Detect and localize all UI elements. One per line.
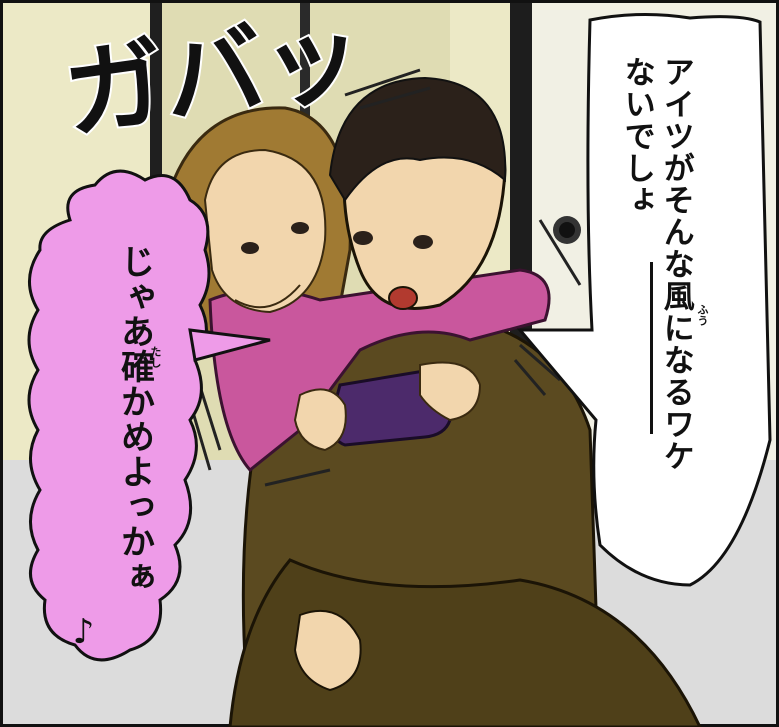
male-speech-bubble (516, 12, 772, 587)
male-hair (328, 76, 507, 202)
female-dialogue-line-1: じゃあ確かめよっかぁ (114, 244, 155, 594)
male-eye-right (413, 235, 433, 249)
female-dialogue-line-2: ♪ (63, 612, 104, 653)
male-dialogue-line-1: アイツがそんな風になるワケ (657, 56, 694, 472)
female-eye-left (241, 242, 259, 254)
male-mouth (388, 286, 418, 310)
female-hand-right (419, 361, 482, 422)
male-dialogue-line-2: ないでしょ (618, 56, 655, 216)
female-eye-right (291, 222, 309, 234)
furigana-tashi: たし (149, 346, 162, 368)
female-face (203, 148, 327, 314)
female-mouth (234, 284, 301, 309)
female-hand-left (293, 388, 347, 452)
female-speech-bubble (27, 169, 211, 662)
door-handle-inner (559, 222, 575, 238)
female-bubble-tail (188, 328, 271, 362)
male-legs (228, 558, 702, 727)
male-eye-left (353, 231, 373, 245)
male-hand (293, 610, 362, 692)
furigana-fuu: ふう (696, 304, 709, 326)
dialogue-dash (650, 262, 653, 434)
